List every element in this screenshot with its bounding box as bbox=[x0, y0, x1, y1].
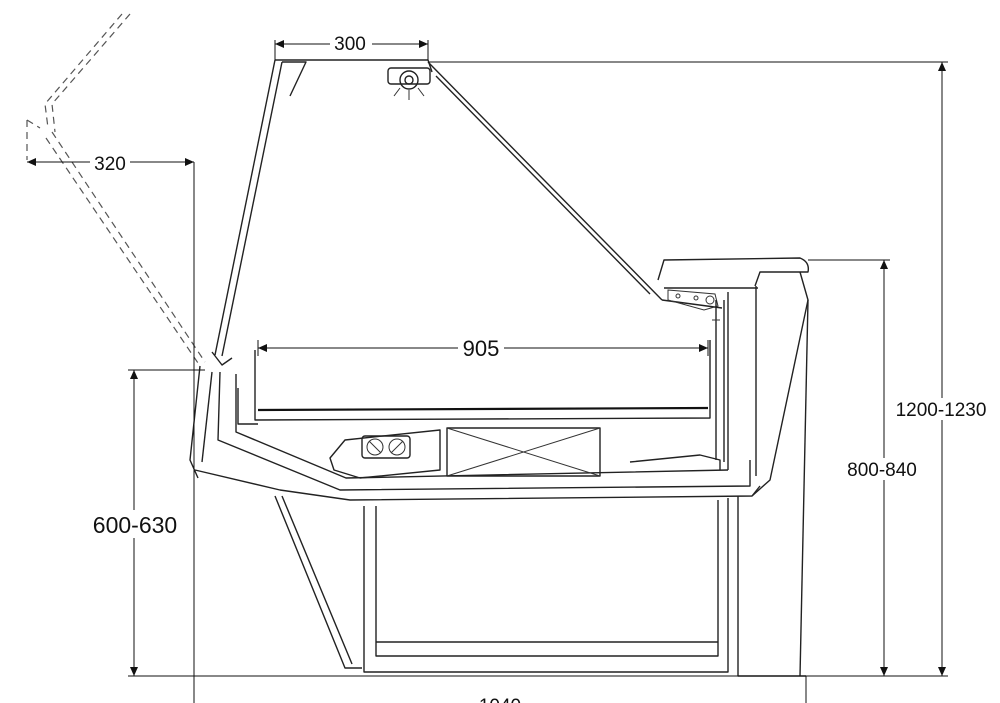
dim-label-800-840: 800-840 bbox=[847, 460, 917, 481]
compressor-box bbox=[446, 427, 601, 477]
cooling-well bbox=[194, 371, 761, 501]
front-lower-panel bbox=[189, 365, 362, 669]
dim-label-600-630: 600-630 bbox=[93, 512, 177, 538]
label-bg bbox=[90, 152, 130, 172]
display-tray bbox=[237, 340, 711, 425]
rear-top-shelf bbox=[657, 257, 810, 309]
dim-label-320: 320 bbox=[94, 154, 126, 175]
dim-label-300: 300 bbox=[334, 34, 366, 55]
open-lid-ghost-outline bbox=[26, 13, 206, 367]
label-bg bbox=[890, 398, 992, 420]
evaporator-unit bbox=[329, 429, 441, 479]
top-canopy bbox=[275, 59, 663, 301]
lamp-icon bbox=[387, 67, 431, 100]
label-bg bbox=[458, 336, 504, 360]
label-bg bbox=[330, 32, 372, 52]
dim-label-1200-1230: 1200-1230 bbox=[896, 400, 987, 421]
dim-label-1040: 1040 bbox=[479, 696, 521, 703]
fan-icon bbox=[361, 435, 411, 459]
dim-label-905: 905 bbox=[463, 336, 500, 361]
rear-shelf-bracket-icon bbox=[667, 289, 719, 311]
rear-panel bbox=[751, 271, 809, 677]
label-bg bbox=[88, 510, 182, 538]
label-bg bbox=[842, 458, 922, 480]
base-frame bbox=[363, 496, 806, 677]
front-glass bbox=[211, 59, 283, 366]
dimension-320 bbox=[27, 158, 195, 703]
inner-rear-wall bbox=[712, 292, 729, 470]
dimension-1200-1230 bbox=[428, 61, 948, 676]
